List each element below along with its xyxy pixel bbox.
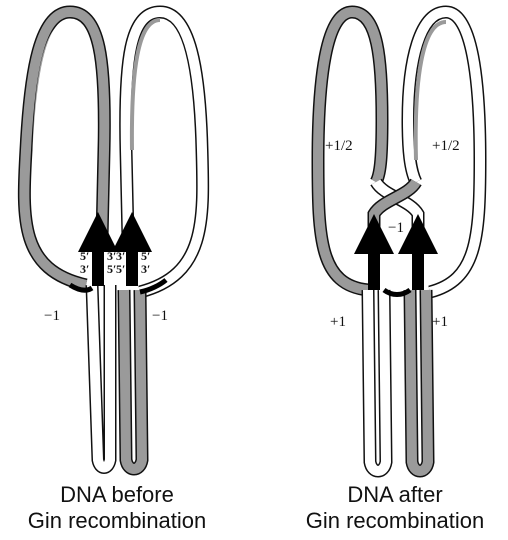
- strand-end-label: 5′: [80, 249, 89, 263]
- recombination-site-right: [126, 232, 138, 286]
- strand-end-label: 3′: [141, 262, 150, 276]
- twist-label-right: +1: [432, 314, 448, 330]
- strand-end-label: 5′: [116, 262, 125, 276]
- caption-line: Gin recombination: [282, 508, 508, 534]
- panel-before: 5′ 3′ 3′ 3′ 5′ 5′ 5′ 3′ −1 −1: [24, 12, 202, 469]
- twist-label-left: +1: [330, 314, 346, 330]
- lower-duplex: [368, 290, 428, 471]
- crossover-label: −1: [388, 220, 404, 236]
- strand-end-label: 3′: [116, 249, 125, 263]
- recombination-site-left: [92, 232, 104, 286]
- dark-segment: [384, 290, 410, 295]
- lower-duplex: [92, 285, 142, 469]
- caption-line: Gin recombination: [0, 508, 234, 534]
- caption-before: DNA before Gin recombination: [0, 482, 234, 534]
- half-twist-label-right: +1/2: [432, 138, 460, 154]
- strand-end-label: 5′: [107, 262, 116, 276]
- strand-end-label: 5′: [141, 249, 150, 263]
- caption-line: DNA after: [282, 482, 508, 508]
- half-twist-label-left: +1/2: [325, 138, 353, 154]
- strand-end-label: 3′: [107, 249, 116, 263]
- twist-label-right: −1: [152, 308, 168, 324]
- panel-after: +1/2 +1/2 −1 +1 +1: [318, 12, 480, 471]
- recombination-site-right: [412, 234, 424, 290]
- strand-end-label: 3′: [80, 262, 89, 276]
- twist-label-left: −1: [44, 308, 60, 324]
- recombination-site-left: [368, 234, 380, 290]
- caption-after: DNA after Gin recombination: [282, 482, 508, 534]
- caption-line: DNA before: [0, 482, 234, 508]
